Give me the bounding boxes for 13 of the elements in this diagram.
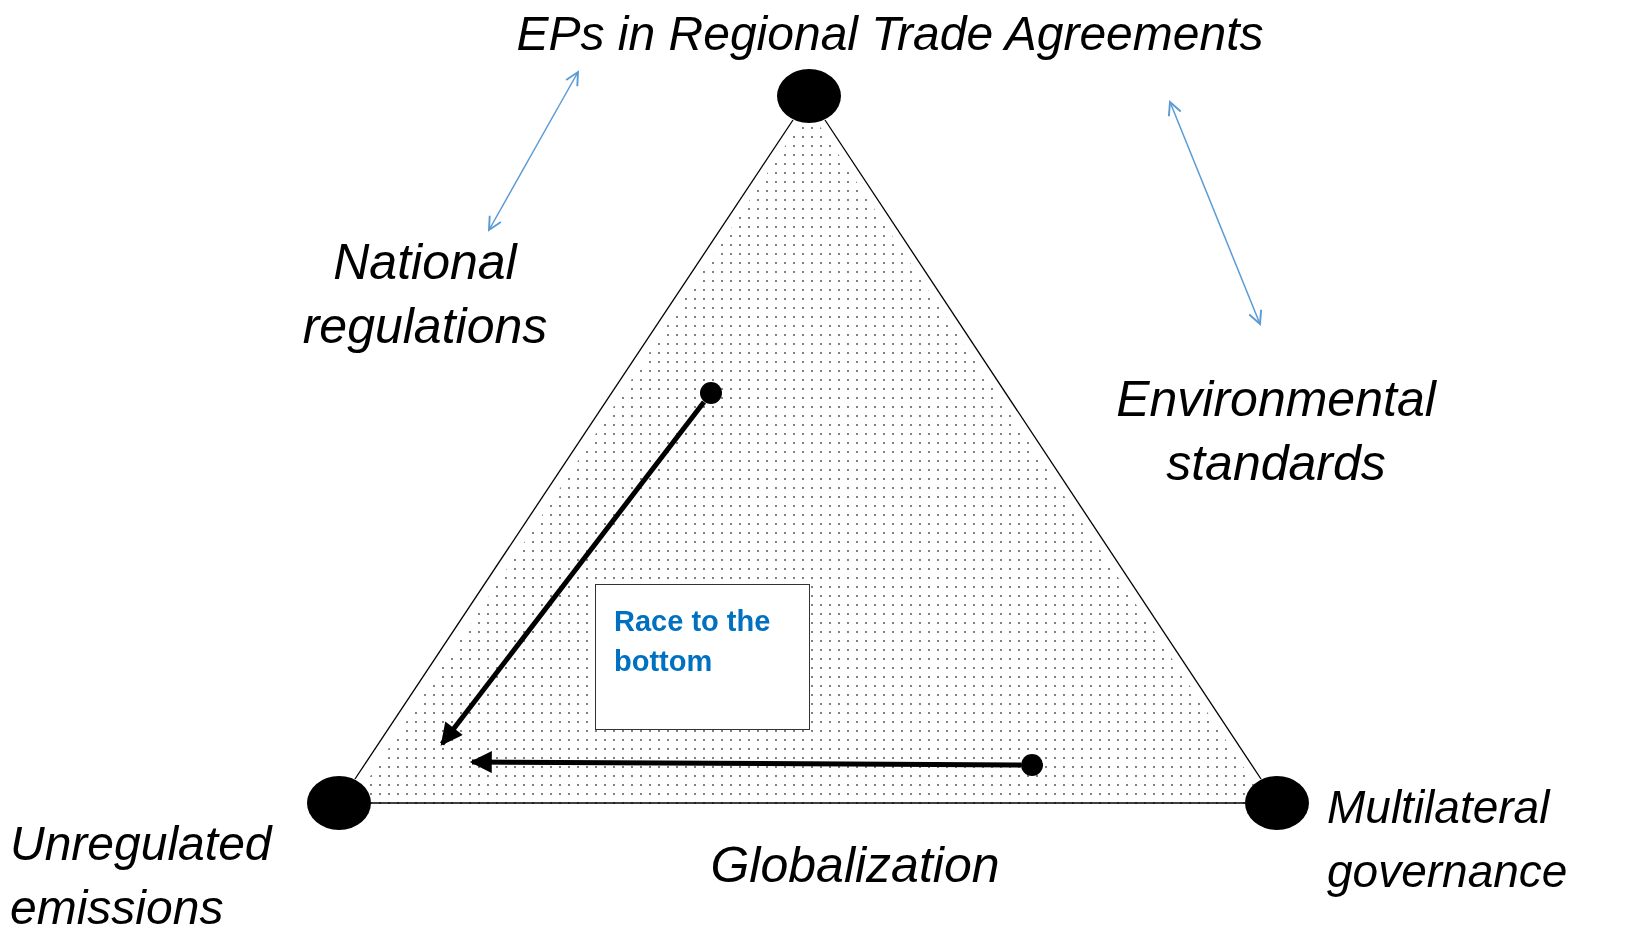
triangle-side: [370, 802, 1246, 804]
vertex-label: EPs in Regional Trade Agreements: [515, 6, 1265, 62]
double-arrow: [1167, 101, 1263, 325]
edge-label: Globalization: [709, 836, 1001, 895]
side-label: Environmental standards: [1115, 370, 1438, 493]
text-box: Race to the bottom: [595, 584, 810, 730]
side-label: National regulations: [301, 233, 549, 356]
vertex-label: Unregulated emissions: [10, 816, 274, 936]
vertex-label: Multilateral governance: [1327, 780, 1569, 899]
triangle-side: [354, 119, 794, 780]
triangle-side: [824, 119, 1262, 780]
arrow: [469, 751, 1021, 774]
double-arrow: [488, 71, 579, 231]
